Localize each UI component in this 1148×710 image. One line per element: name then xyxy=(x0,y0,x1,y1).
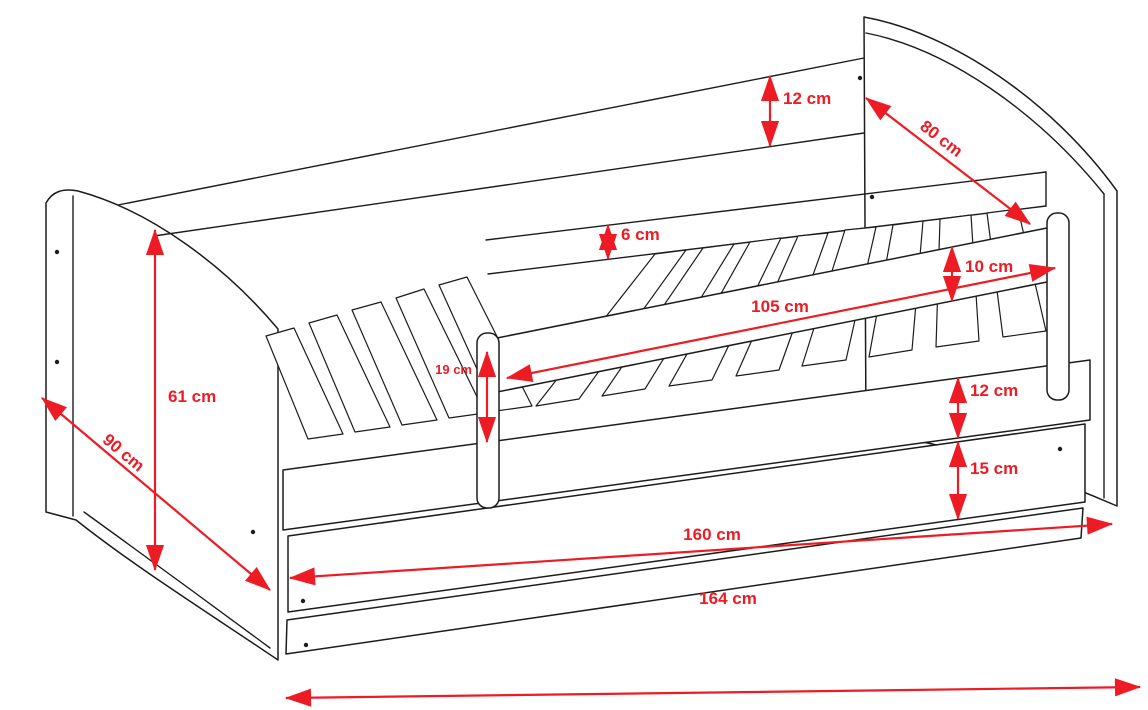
dimension-label: 10 cm xyxy=(965,257,1013,276)
dimension-label: 61 cm xyxy=(168,387,216,406)
dimension-label: 15 cm xyxy=(970,459,1018,478)
screw-dot xyxy=(869,194,875,200)
dimension-guard-post-height: 19 cm xyxy=(435,350,497,444)
dimension-outer-length: 164 cm xyxy=(284,589,1142,707)
dimension-label: 6 cm xyxy=(621,225,660,244)
screw-dot xyxy=(1057,446,1063,452)
dimension-label: 12 cm xyxy=(783,89,831,108)
screw-dot xyxy=(857,75,863,81)
dimension-back-rail-height: 12 cm xyxy=(760,74,831,148)
back-rail xyxy=(117,57,865,237)
dimension-inner-length: 160 cm xyxy=(288,516,1114,586)
dimension-label: 105 cm xyxy=(751,297,809,316)
screw-dot xyxy=(54,359,60,365)
dimension-slat-frame-height: 6 cm xyxy=(598,223,660,261)
dimension-label: 19 cm xyxy=(435,362,472,377)
dimension-guard-rail-length: 105 cm xyxy=(505,264,1057,382)
screw-dot xyxy=(54,249,60,255)
footboard-panel xyxy=(45,189,279,661)
dimension-label: 160 cm xyxy=(683,525,741,544)
dimension-drawer-height: 15 cm xyxy=(948,440,1018,521)
screw-dot xyxy=(250,529,256,535)
dimension-side-rail-height: 12 cm xyxy=(948,376,1018,440)
dimension-label: 164 cm xyxy=(699,589,757,608)
guard-post-right xyxy=(1046,212,1070,401)
dimension-label: 12 cm xyxy=(970,381,1018,400)
screw-dot xyxy=(303,642,309,648)
screw-dot xyxy=(300,598,306,604)
